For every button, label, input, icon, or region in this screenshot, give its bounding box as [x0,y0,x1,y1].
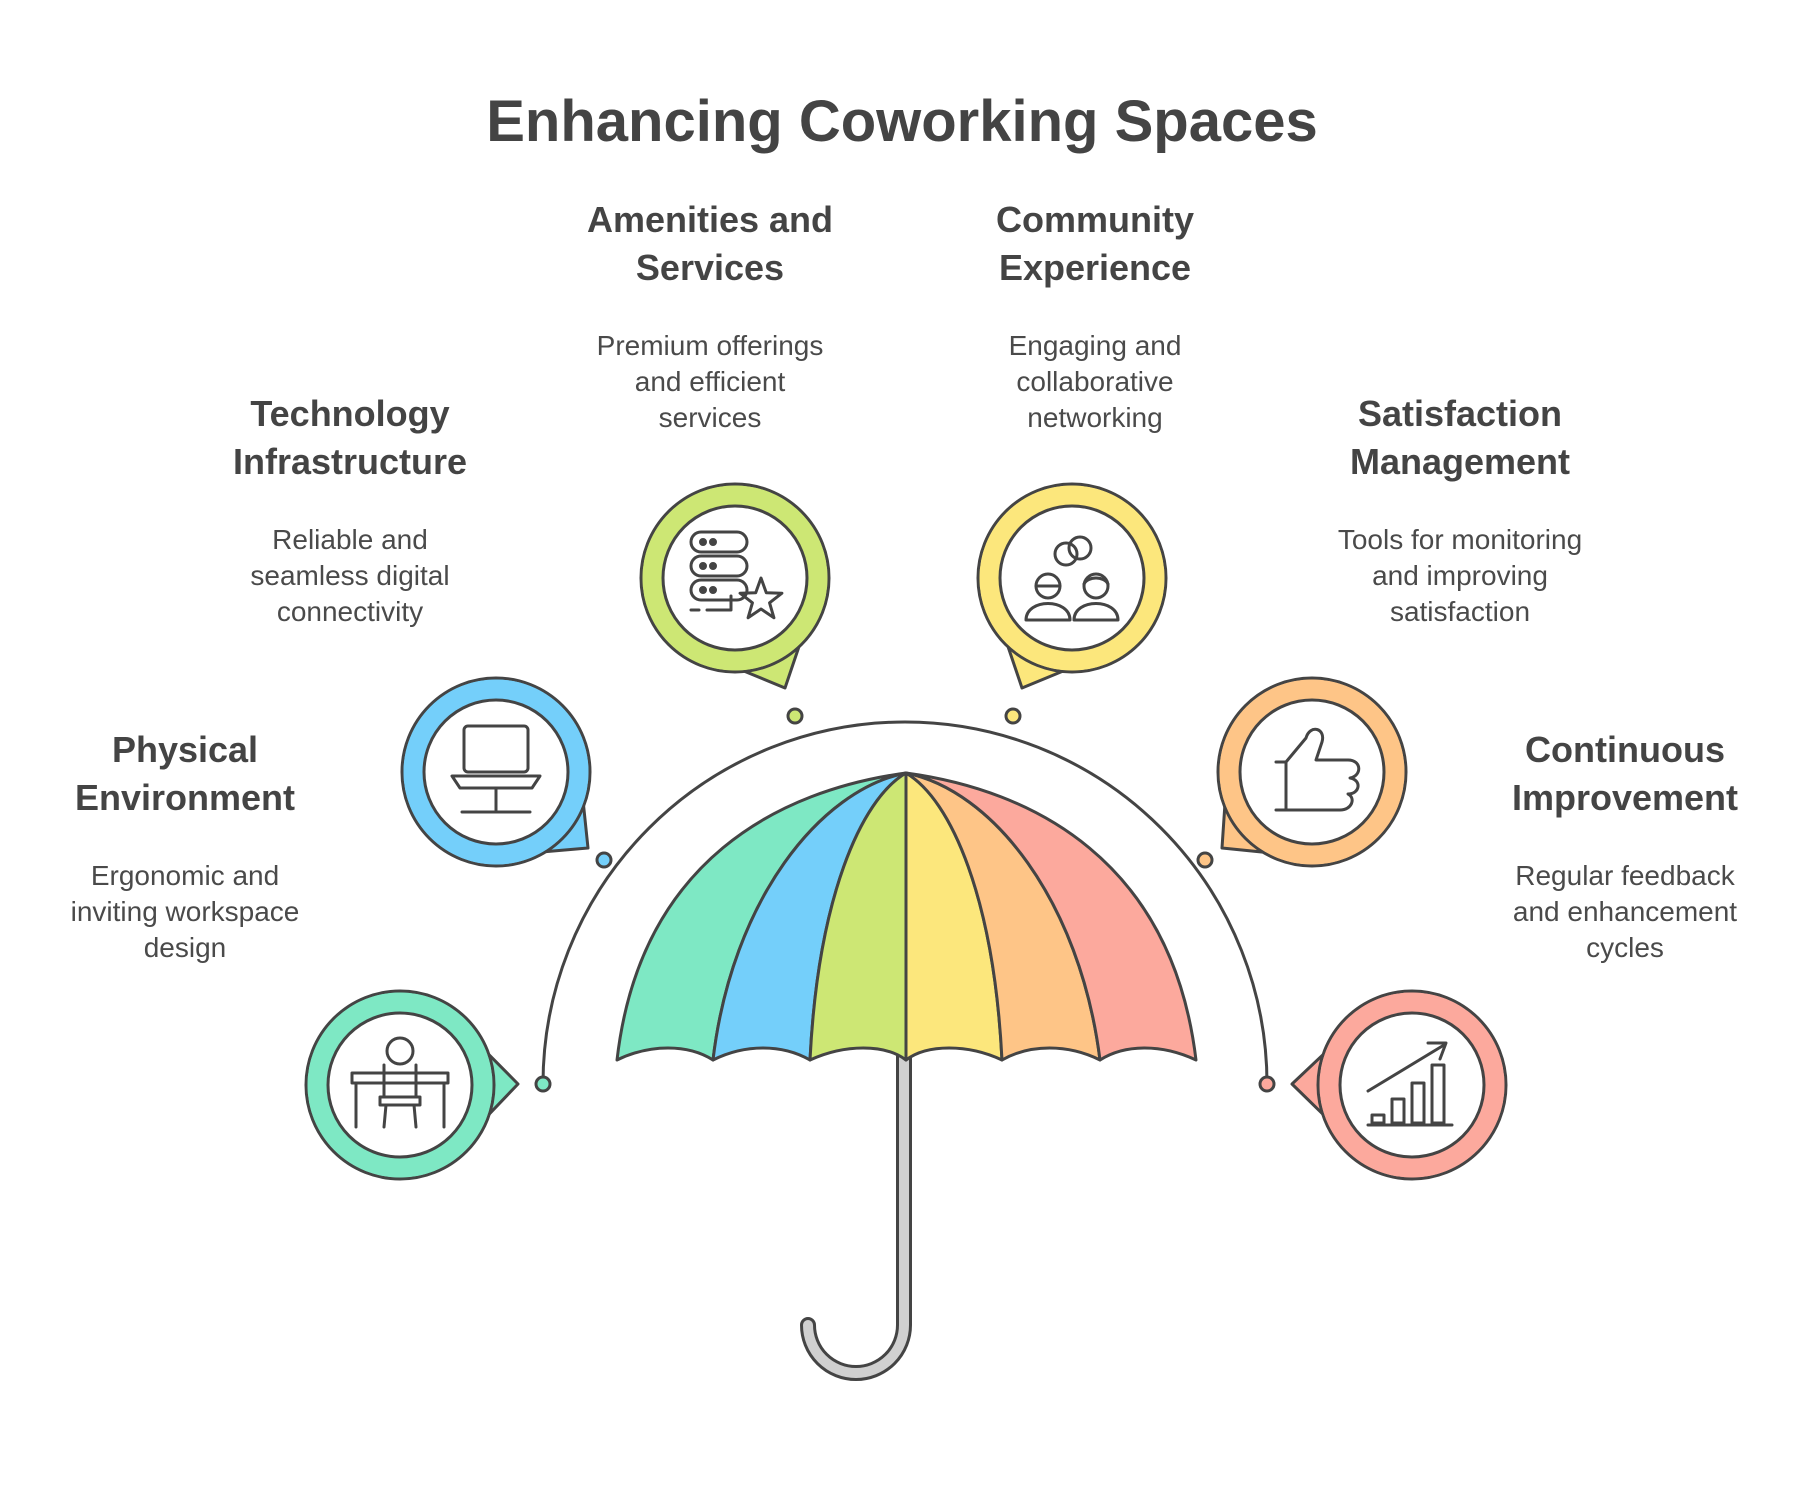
item-heading: Satisfaction Management [1349,393,1571,482]
item-heading: Community Experience [996,199,1194,288]
arc-connector-dot [1258,1075,1276,1093]
item-heading: Physical Environment [74,729,296,818]
item-heading: Technology Infrastructure [232,393,468,482]
page-title: Enhancing Coworking Spaces [486,89,1318,154]
item-description: Tools for monitoring and improving satis… [1337,524,1583,627]
node-growth-chart [1258,989,1508,1181]
people-link-icon [1024,535,1120,622]
laptop-icon [450,724,542,814]
node-server-star [639,482,831,725]
node-face [1238,698,1386,846]
node-people-link [976,482,1168,725]
node-face [661,504,809,652]
item-description: Reliable and seamless digital connectivi… [250,524,450,627]
node-thumbs-up [1196,676,1408,869]
arc-connector-dot [534,1075,552,1093]
item-community-experience: Community Experience Engaging and collab… [925,196,1265,436]
umbrella-canopy [615,771,1198,1062]
umbrella-handle [800,1047,912,1381]
item-amenities-services: Amenities and Services Premium offerings… [540,196,880,436]
server-star-icon [689,530,784,620]
growth-chart-icon [1366,1041,1454,1127]
node-face [326,1011,474,1159]
item-heading: Continuous Improvement [1511,729,1739,818]
item-technology-infrastructure: Technology Infrastructure Reliable and s… [180,390,520,630]
canopy-panel-amenities [808,771,908,1062]
item-description: Ergonomic and inviting workspace design [70,860,300,963]
canopy-panel-continuous [904,771,1198,1062]
arc-connector-dot [786,707,804,725]
arc-connector-dot [1004,707,1022,725]
item-satisfaction-management: Satisfaction Management Tools for monito… [1290,390,1630,630]
desk-chair-icon [350,1036,450,1129]
item-heading: Amenities and Services [586,199,834,288]
item-physical-environment: Physical Environment Ergonomic and invit… [20,726,350,966]
node-desk-chair [304,989,552,1181]
item-description: Regular feedback and enhancement cycles [1512,860,1738,963]
thumbs-up-icon [1274,727,1361,812]
node-face [998,504,1146,652]
item-description: Premium offerings and efficient services [596,330,824,433]
arc-connector-dot [595,851,613,869]
arc-connector-dot [1196,851,1214,869]
connector-arc [541,720,1269,1085]
node-laptop [400,676,613,869]
item-description: Engaging and collaborative networking [1008,330,1182,433]
item-continuous-improvement: Continuous Improvement Regular feedback … [1455,726,1795,966]
